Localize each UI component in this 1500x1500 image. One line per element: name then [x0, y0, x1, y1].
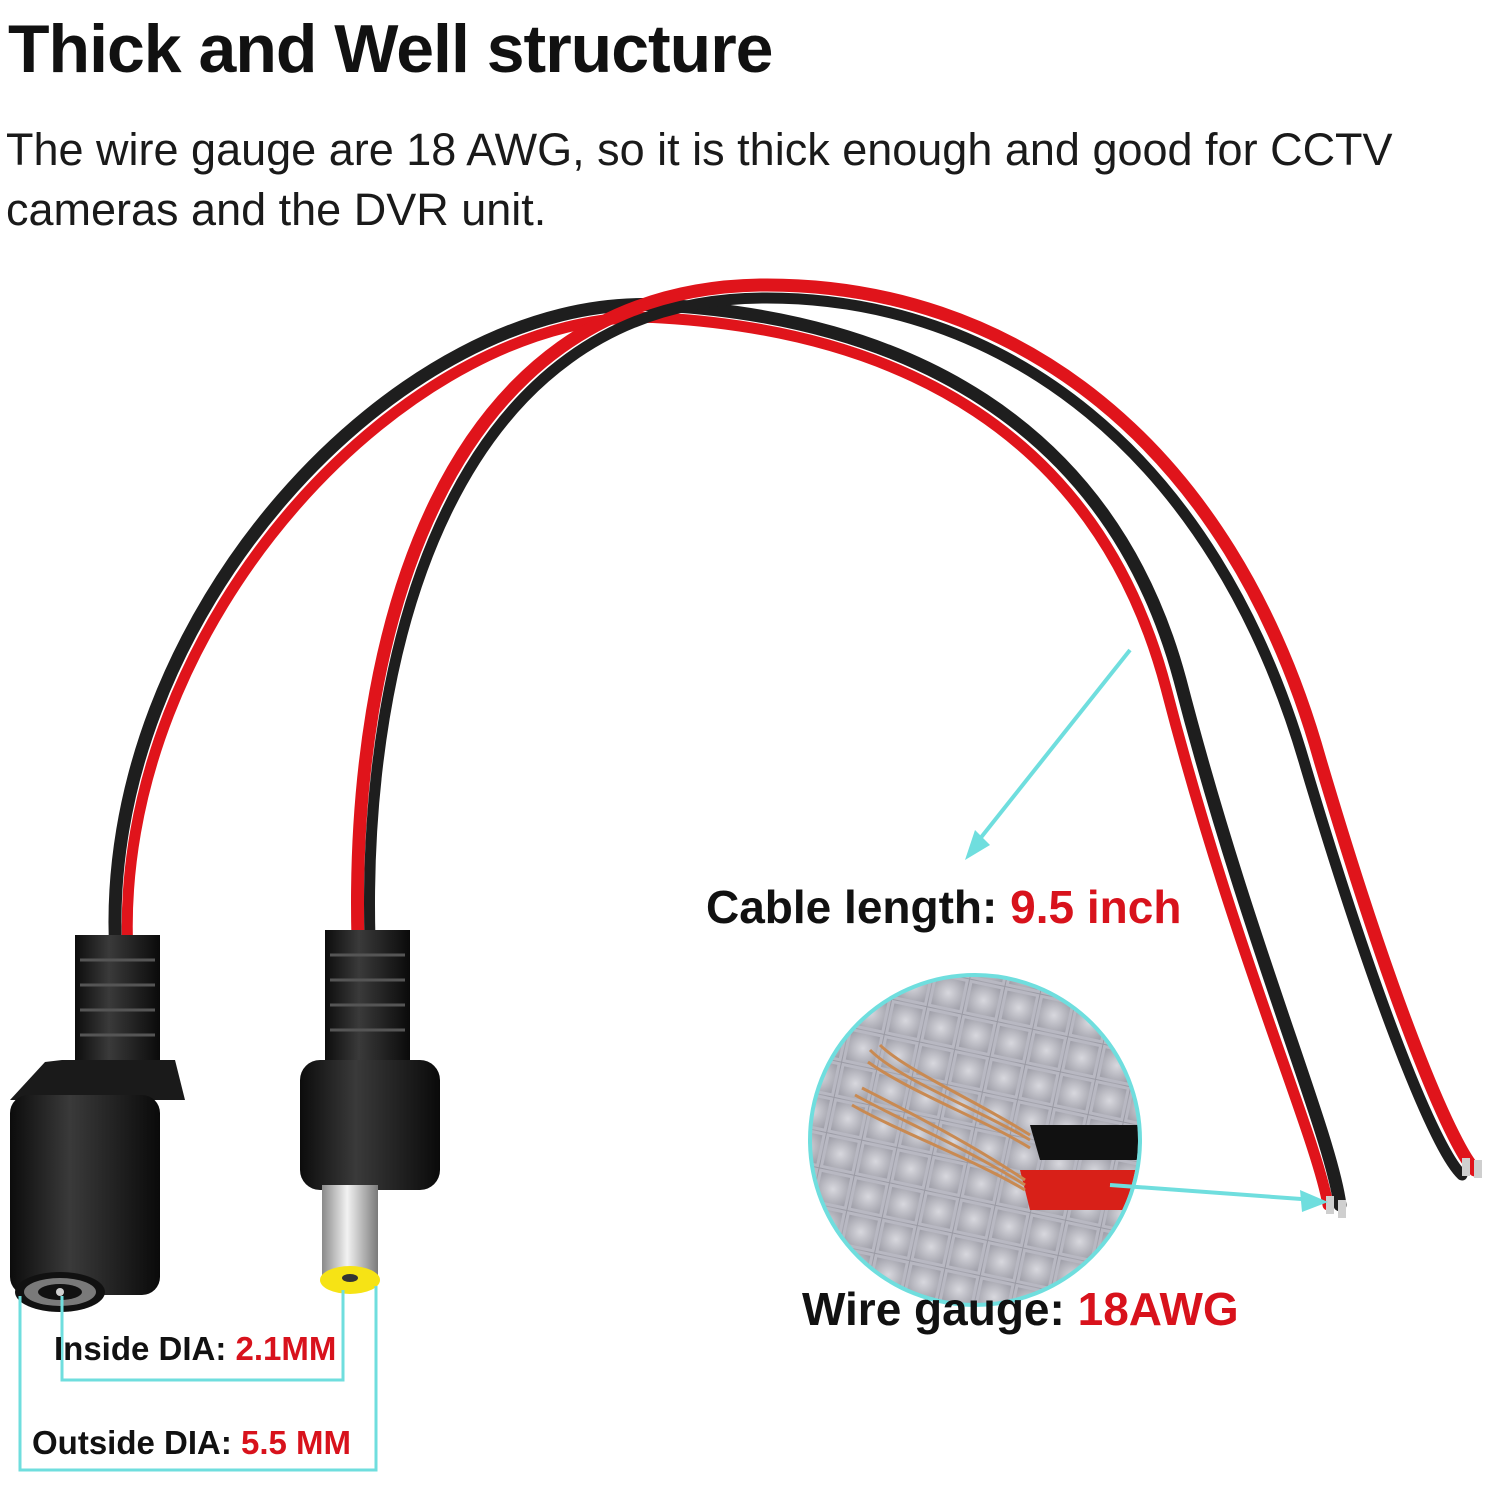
cable-length-pointer [973, 648, 1132, 847]
wire-pair-right [351, 278, 1482, 1181]
inside-dia-caption: Inside DIA: [54, 1330, 227, 1367]
wire-gauge-label: Wire gauge: 18AWG [802, 1282, 1239, 1336]
wire-gauge-caption: Wire gauge: [802, 1283, 1065, 1335]
wire-gauge-value: 18AWG [1077, 1283, 1239, 1335]
cable-length-label: Cable length: 9.5 inch [706, 880, 1181, 934]
outside-dia-label: Outside DIA: 5.5 MM [32, 1424, 351, 1462]
wire-tips [1326, 1158, 1482, 1218]
cable-length-value: 9.5 inch [1010, 881, 1182, 933]
outside-dia-caption: Outside DIA: [32, 1424, 232, 1461]
female-dc-jack [10, 935, 185, 1312]
male-dc-plug [300, 930, 440, 1294]
page-title: Thick and Well structure [8, 11, 773, 87]
inside-dia-bracket [60, 1290, 345, 1382]
wire-pair-left [108, 298, 1347, 1212]
callout-arrows [965, 648, 1328, 1212]
wire-gauge-pointer [1109, 1183, 1316, 1202]
wire-closeup-circle [808, 973, 1142, 1307]
diameter-brackets [18, 1286, 378, 1472]
inside-dia-label: Inside DIA: 2.1MM [54, 1330, 336, 1368]
outside-dia-value: 5.5 MM [241, 1424, 352, 1461]
page-description: The wire gauge are 18 AWG, so it is thic… [6, 124, 1393, 235]
outside-dia-bracket [18, 1286, 378, 1472]
inside-dia-value: 2.1MM [235, 1330, 337, 1367]
cable-length-caption: Cable length: [706, 881, 998, 933]
